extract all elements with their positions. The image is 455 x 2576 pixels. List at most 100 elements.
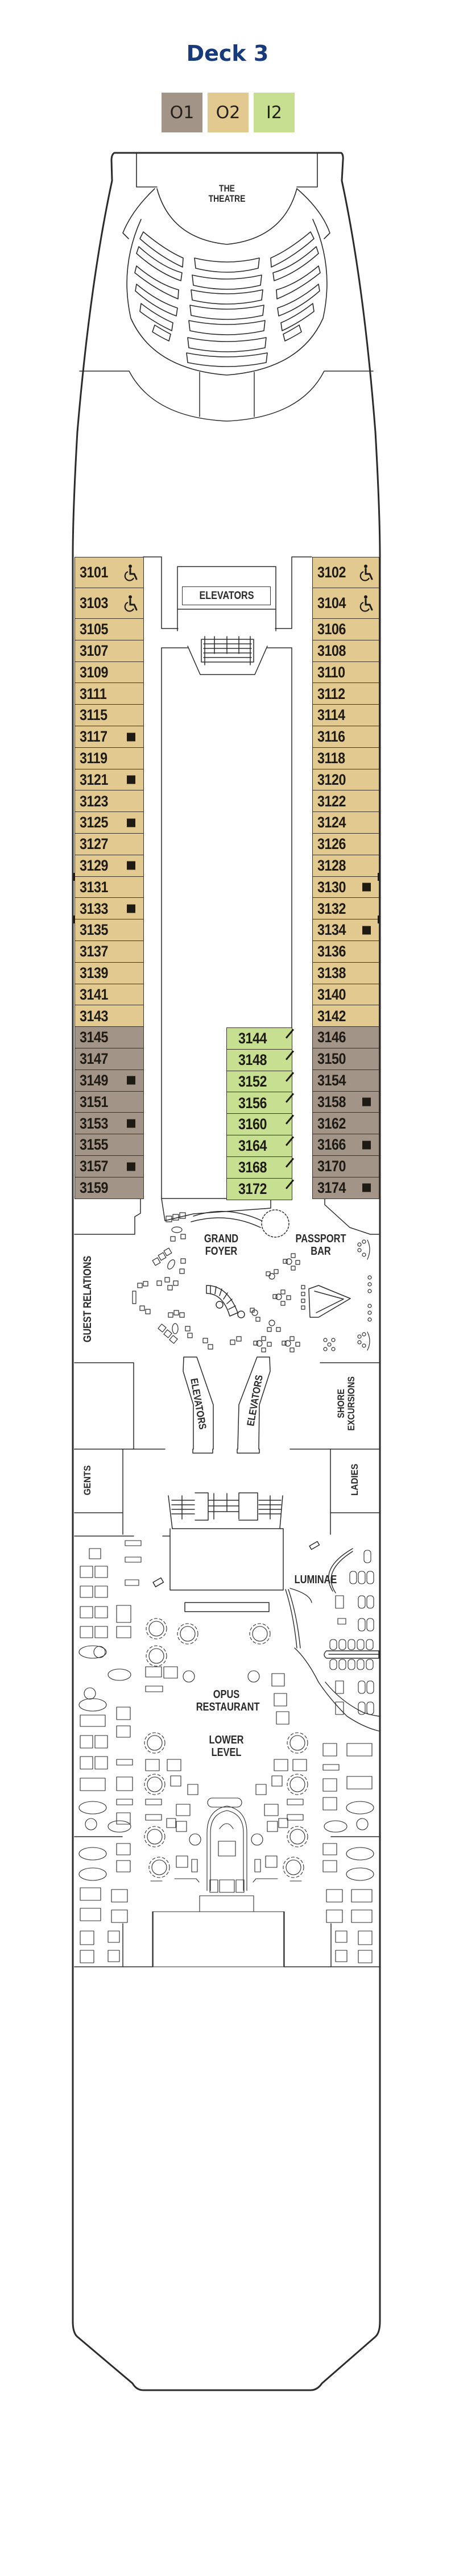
cabin-3140[interactable]: 3140 [312, 983, 379, 1006]
hull-outline-icon [72, 152, 381, 2391]
cabin-3127[interactable]: 3127 [75, 833, 144, 856]
cabin-number: 3166 [317, 1136, 346, 1154]
square-bullet-icon [127, 1162, 135, 1171]
cabin-number: 3156 [238, 1094, 267, 1112]
cabin-number: 3146 [317, 1029, 346, 1046]
cabin-3135[interactable]: 3135 [75, 919, 144, 942]
cabin-3117[interactable]: 3117 [75, 726, 144, 748]
connecting-door-icon [378, 873, 379, 881]
cabin-number: 3103 [80, 594, 108, 612]
square-bullet-icon [127, 1076, 135, 1085]
cabin-3107[interactable]: 3107 [75, 639, 144, 663]
wheelchair-icon [124, 564, 139, 581]
cabin-3129[interactable]: 3129 [75, 854, 144, 877]
cabin-number: 3130 [317, 878, 346, 896]
cabin-3119[interactable]: 3119 [75, 747, 144, 770]
wheelchair-icon [359, 595, 374, 612]
theatre-label-line2: THEATRE [208, 193, 246, 205]
cabin-number: 3110 [317, 663, 345, 681]
forward-elevators[interactable]: ELEVATORS [182, 586, 271, 605]
cabin-3131[interactable]: 3131 [75, 876, 144, 898]
cabin-3141[interactable]: 3141 [75, 983, 144, 1006]
cabin-3103[interactable]: 3103 [75, 588, 144, 619]
cabin-3148[interactable]: 3148 [226, 1048, 295, 1072]
cabin-3120[interactable]: 3120 [312, 768, 379, 791]
cabin-3138[interactable]: 3138 [312, 962, 379, 985]
cabin-3124[interactable]: 3124 [312, 811, 379, 834]
cabin-number: 3143 [80, 1007, 108, 1025]
square-bullet-icon [127, 775, 135, 784]
cabin-3128[interactable]: 3128 [312, 854, 379, 877]
cabin-3106[interactable]: 3106 [312, 618, 379, 641]
forward-elevators-label: ELEVATORS [198, 589, 254, 602]
cabin-3158[interactable]: 3158 [312, 1091, 379, 1113]
cabin-3101[interactable]: 3101 [75, 557, 144, 589]
cabin-3162[interactable]: 3162 [312, 1112, 379, 1135]
cabin-3157[interactable]: 3157 [75, 1155, 144, 1178]
cabin-3110[interactable]: 3110 [312, 661, 379, 684]
stair-icon [201, 636, 254, 665]
cabin-3102[interactable]: 3102 [312, 557, 379, 589]
cabin-3125[interactable]: 3125 [75, 811, 144, 834]
cabin-3170[interactable]: 3170 [312, 1155, 379, 1178]
cabin-number: 3101 [80, 564, 108, 581]
cabin-3166[interactable]: 3166 [312, 1134, 379, 1156]
cabin-3121[interactable]: 3121 [75, 768, 144, 791]
cabin-3139[interactable]: 3139 [75, 962, 144, 985]
cabin-3142[interactable]: 3142 [312, 1005, 379, 1027]
cabin-3136[interactable]: 3136 [312, 940, 379, 963]
legend-o1[interactable]: O1 [162, 93, 202, 132]
spiral-stair-icon [206, 1285, 238, 1317]
cabin-3130[interactable]: 3130 [312, 876, 379, 898]
legend-i2[interactable]: I2 [254, 93, 295, 132]
wheelchair-icon [124, 595, 139, 612]
cabin-number: 3117 [80, 728, 107, 746]
cabin-3104[interactable]: 3104 [312, 588, 379, 619]
cabin-3115[interactable]: 3115 [75, 704, 144, 727]
cabin-3159[interactable]: 3159 [75, 1176, 144, 1200]
cabin-3172[interactable]: 3172 [226, 1177, 295, 1200]
cabin-number: 3149 [80, 1071, 108, 1089]
cabin-3156[interactable]: 3156 [226, 1092, 295, 1114]
cabin-3174[interactable]: 3174 [312, 1176, 379, 1200]
cabin-3108[interactable]: 3108 [312, 639, 379, 663]
cabin-3132[interactable]: 3132 [312, 897, 379, 920]
cabin-3114[interactable]: 3114 [312, 704, 379, 727]
cabin-3154[interactable]: 3154 [312, 1069, 379, 1092]
cabin-3146[interactable]: 3146 [312, 1026, 379, 1049]
cabin-3133[interactable]: 3133 [75, 897, 144, 920]
cabin-number: 3126 [317, 835, 346, 853]
cabin-number: 3135 [80, 921, 108, 939]
cabin-3105[interactable]: 3105 [75, 618, 144, 641]
cabin-3111[interactable]: 3111 [75, 683, 144, 705]
cabin-number: 3109 [80, 663, 108, 681]
cabin-3149[interactable]: 3149 [75, 1069, 144, 1092]
cabin-3151[interactable]: 3151 [75, 1091, 144, 1113]
cabin-3123[interactable]: 3123 [75, 790, 144, 813]
cabin-3143[interactable]: 3143 [75, 1005, 144, 1027]
cabin-3155[interactable]: 3155 [75, 1134, 144, 1156]
cabin-3153[interactable]: 3153 [75, 1112, 144, 1135]
cabin-3145[interactable]: 3145 [75, 1026, 144, 1049]
cabin-3109[interactable]: 3109 [75, 661, 144, 684]
cabin-number: 3123 [80, 792, 108, 810]
cabin-3126[interactable]: 3126 [312, 833, 379, 856]
cabin-3112[interactable]: 3112 [312, 683, 379, 705]
cabin-3150[interactable]: 3150 [312, 1048, 379, 1071]
cabin-3147[interactable]: 3147 [75, 1048, 144, 1071]
cabin-3168[interactable]: 3168 [226, 1156, 295, 1179]
theatre-label-line1: THE [219, 183, 235, 194]
cabin-number: 3121 [80, 771, 108, 788]
cabin-3122[interactable]: 3122 [312, 790, 379, 813]
cabin-3137[interactable]: 3137 [75, 940, 144, 963]
cabin-3152[interactable]: 3152 [226, 1070, 295, 1093]
cabin-3160[interactable]: 3160 [226, 1113, 295, 1136]
legend-o2[interactable]: O2 [208, 93, 249, 132]
cabin-3144[interactable]: 3144 [226, 1027, 295, 1050]
cabin-3164[interactable]: 3164 [226, 1135, 295, 1158]
gents-label: GENTS [82, 1465, 93, 1496]
cabin-number: 3122 [317, 792, 346, 810]
cabin-3118[interactable]: 3118 [312, 747, 379, 770]
cabin-3134[interactable]: 3134 [312, 919, 379, 942]
cabin-3116[interactable]: 3116 [312, 726, 379, 748]
